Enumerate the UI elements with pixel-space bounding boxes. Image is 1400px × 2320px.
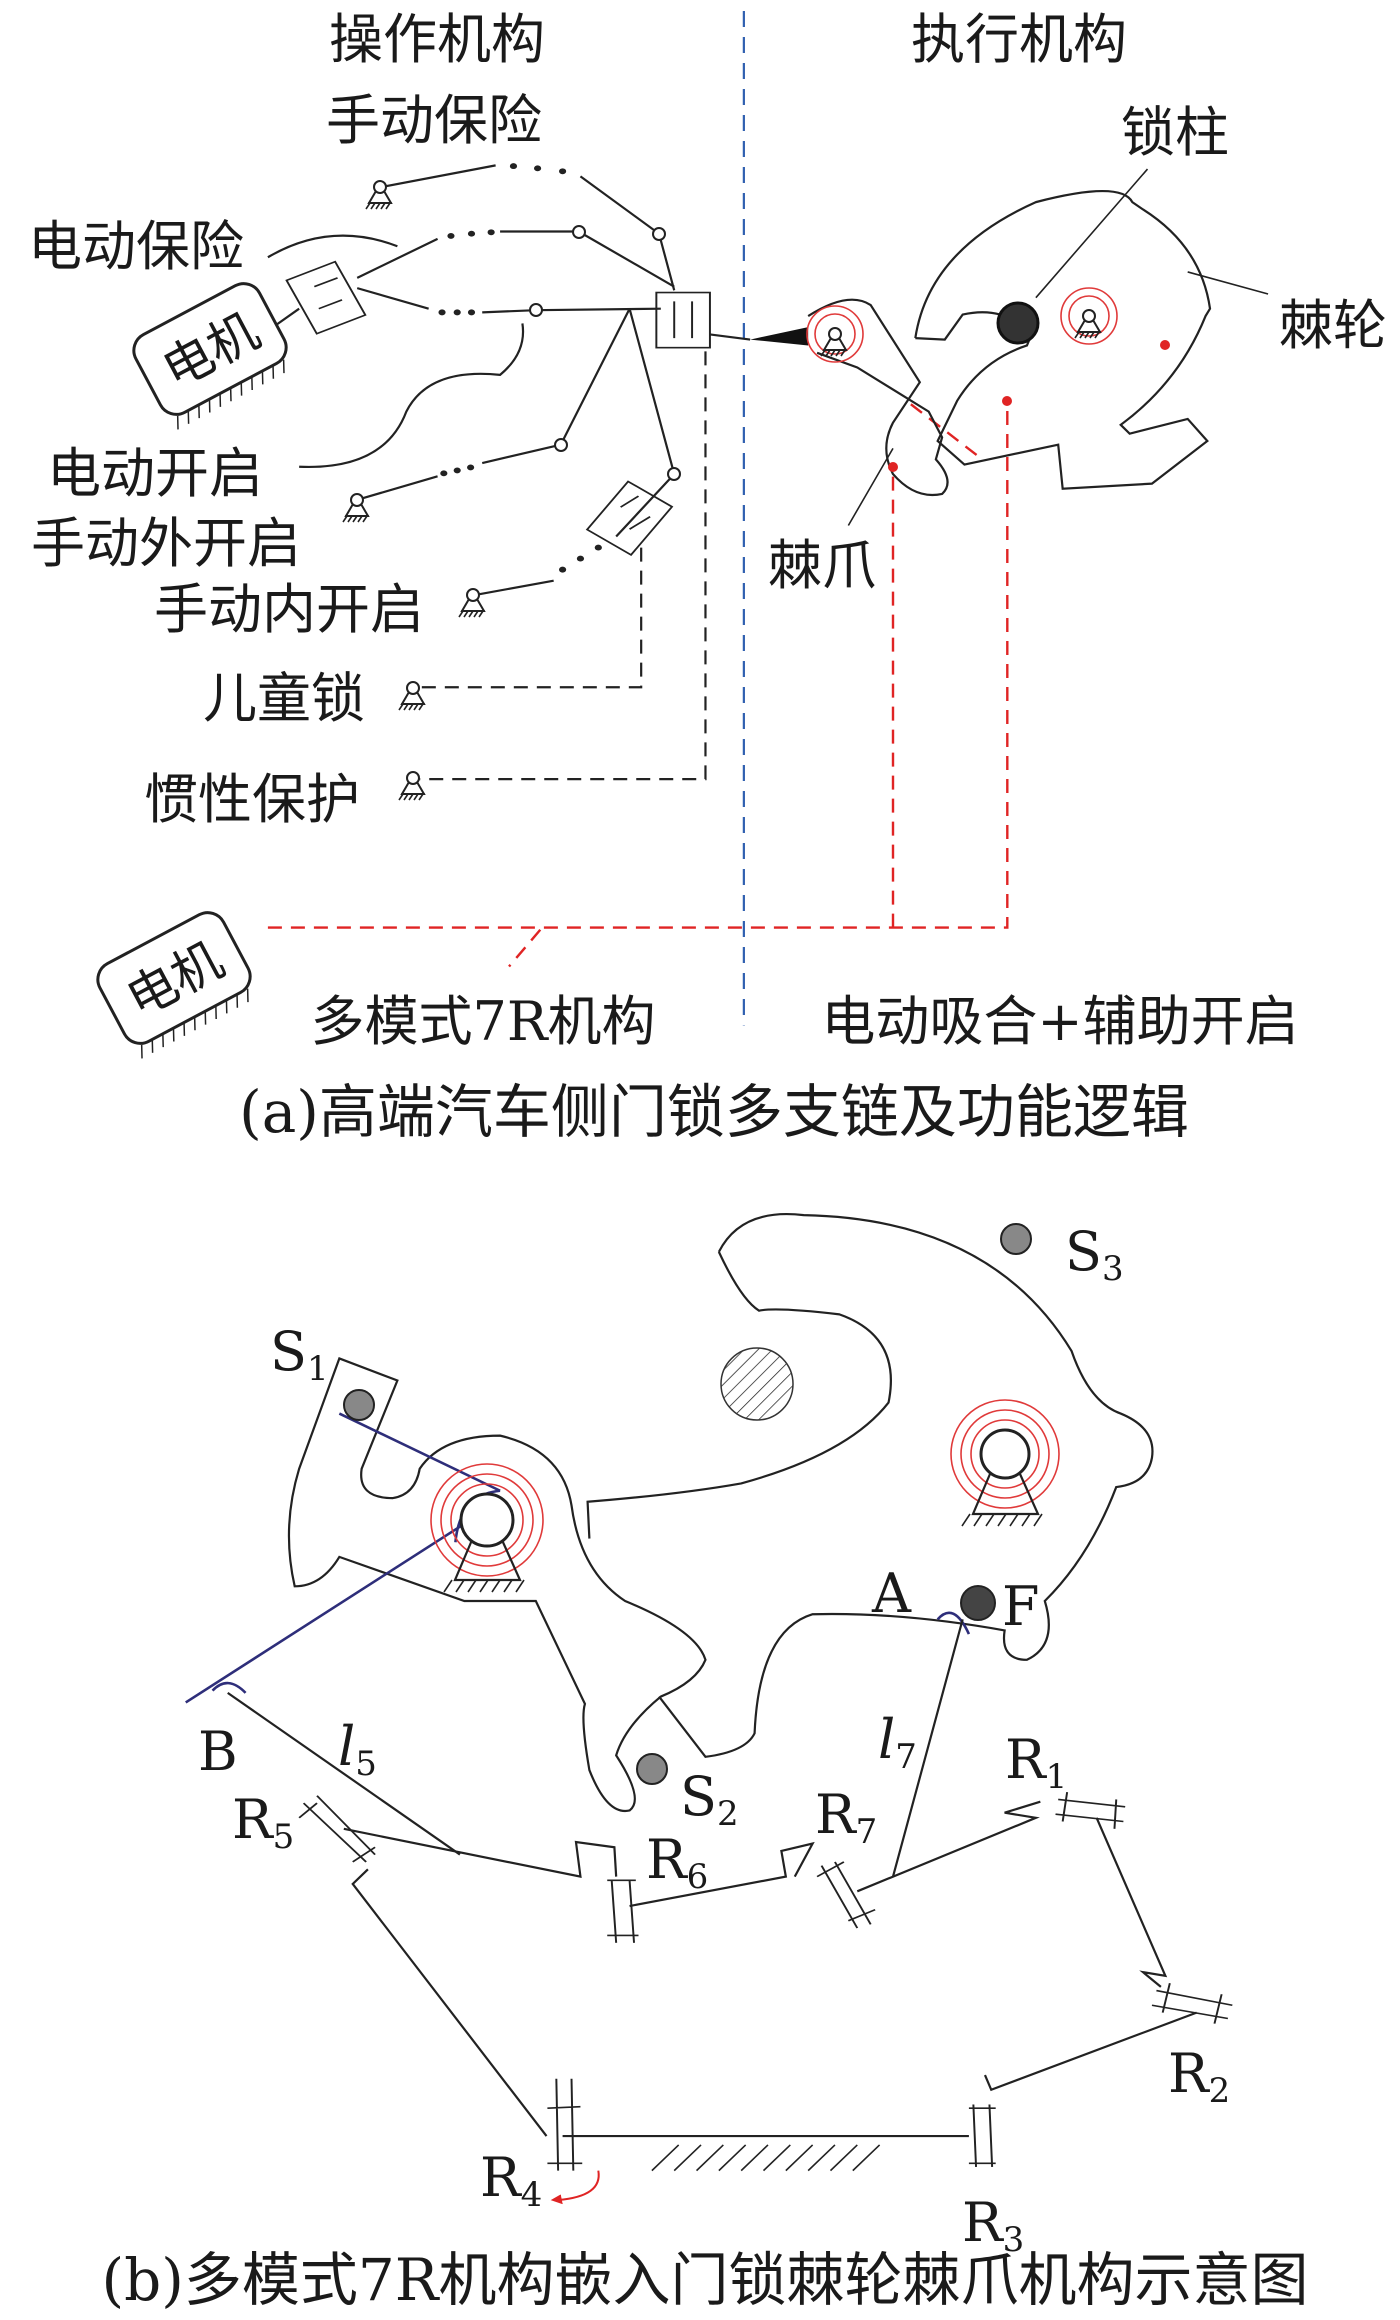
sensor-s2-icon [636, 1753, 668, 1785]
label-s2: S2 [680, 1765, 739, 1834]
label-lock-post: 锁柱 [1121, 101, 1229, 164]
contact-arcs [213, 1613, 969, 1693]
panel-b-linework [186, 1214, 1233, 2204]
pawl-outline-b [289, 1358, 706, 1811]
ratchet-pivot-a [1060, 287, 1118, 345]
label-manual-outer-open: 手动外开启 [31, 512, 301, 575]
link-r6-r7 [630, 1844, 813, 1906]
link-l5 [228, 1693, 460, 1855]
label-r1: R1 [1005, 1728, 1067, 1797]
link-r2-r3 [985, 2013, 1197, 2090]
label-l5: l5 [338, 1715, 377, 1784]
label-ratchet: 棘轮 [1279, 294, 1387, 357]
signal-points [888, 340, 1170, 472]
link-r1-r2 [1097, 1818, 1166, 1987]
label-f: F [1002, 1575, 1039, 1638]
label-manual-inner-open: 手动内开启 [154, 578, 424, 641]
link-r4-r5 [353, 1869, 547, 2136]
link-r5-r6 [344, 1829, 616, 1877]
label-l7: l7 [878, 1708, 917, 1777]
ratchet-outline-b [588, 1214, 1153, 1757]
label-b: B [198, 1720, 238, 1783]
panel-a: 电机 电机 操作机构 执行机构 手动保险 电动保险 锁柱 棘轮 电动开启 手动外… [28, 8, 1387, 1146]
header-executing: 执行机构 [911, 8, 1127, 71]
operating-branches [268, 163, 1268, 779]
link-r7-r1 [857, 1802, 1040, 1892]
label-a: A [871, 1562, 912, 1625]
pawl-pivot-b [430, 1463, 544, 1593]
linkage-7r [228, 1619, 1233, 2170]
link-l7 [893, 1619, 963, 1876]
sensor-s3-icon [1000, 1223, 1032, 1255]
caption-b: (b)多模式7R机构嵌入门锁棘轮棘爪机构示意图 [102, 2246, 1309, 2314]
ratchet-pivot-b [950, 1399, 1060, 1527]
label-child-lock: 儿童锁 [203, 667, 365, 730]
panel-b: S1 S3 S2 B A F l5 l7 R1 R7 R5 R6 R2 R4 R… [102, 1214, 1309, 2314]
label-r5: R5 [232, 1788, 294, 1857]
label-s1: S1 [270, 1320, 329, 1389]
label-r4: R4 [480, 2146, 542, 2215]
label-inertia-protection: 惯性保护 [144, 768, 360, 831]
joint-circles [529, 225, 681, 481]
label-r2: R2 [1168, 2042, 1230, 2111]
label-manual-safety: 手动保险 [326, 89, 542, 152]
label-electric-open: 电动开启 [47, 442, 263, 505]
point-f-icon [960, 1585, 996, 1621]
cinch-signal-lines [268, 401, 1007, 967]
label-7r-mechanism: 多模式7R机构 [310, 990, 655, 1053]
label-pawl: 棘爪 [768, 534, 876, 597]
pawl-arm-lines [186, 1414, 500, 1703]
motor-icon: 电机 [132, 282, 288, 430]
joint-glyphs [298, 1791, 1233, 2171]
label-r3: R3 [962, 2191, 1024, 2260]
lock-post-icon [996, 301, 1040, 345]
rotation-arrow-r4 [558, 2171, 599, 2200]
ratchet-outline-a [915, 191, 1210, 489]
panel-a-linework [268, 11, 1268, 1025]
lock-post-icon [720, 1347, 794, 1421]
pawl-pivot-a [806, 305, 864, 363]
label-s3: S3 [1065, 1220, 1124, 1289]
motor2-icon: 电机 [96, 911, 252, 1059]
sensor-s1-icon [343, 1389, 375, 1421]
label-electric-safety: 电动保险 [28, 215, 244, 278]
label-r7: R7 [815, 1783, 877, 1852]
caption-a: (a)高端汽车侧门锁多支链及功能逻辑 [239, 1078, 1189, 1146]
label-electric-cinch: 电动吸合+辅助开启 [821, 990, 1298, 1053]
ground-hatch [652, 2145, 880, 2171]
header-operating: 操作机构 [329, 8, 545, 71]
pawl-outline-a [808, 300, 947, 495]
label-r6: R6 [646, 1828, 708, 1897]
